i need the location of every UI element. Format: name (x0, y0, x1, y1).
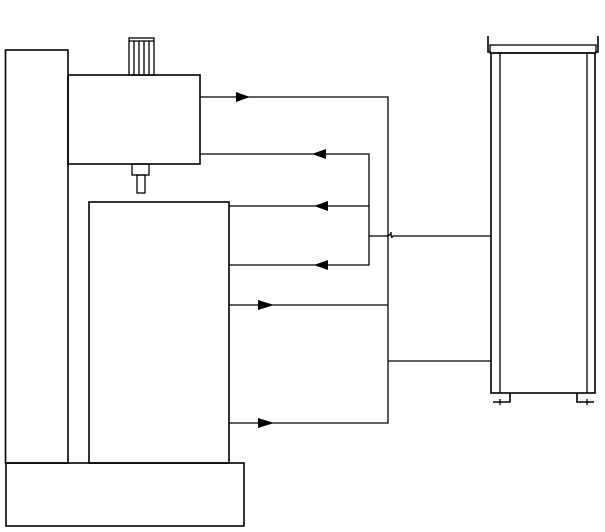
arrow-left-icon (314, 201, 328, 211)
cabinet-foot (493, 393, 511, 405)
arrow-right-icon (258, 300, 274, 310)
connection-lines (200, 96, 491, 424)
control-cabinet (487, 36, 599, 405)
machine-base (5, 462, 245, 527)
arrow-right-icon (236, 92, 250, 102)
motor-icon (128, 37, 155, 76)
arrow-left-icon (314, 260, 328, 270)
machine-column (4, 49, 69, 464)
spindle (131, 163, 150, 194)
cabinet-foot (576, 393, 594, 405)
arrow-left-icon (312, 149, 326, 159)
arrow-right-icon (258, 418, 274, 428)
spindle-head (67, 74, 201, 165)
worktable-block (88, 201, 230, 464)
